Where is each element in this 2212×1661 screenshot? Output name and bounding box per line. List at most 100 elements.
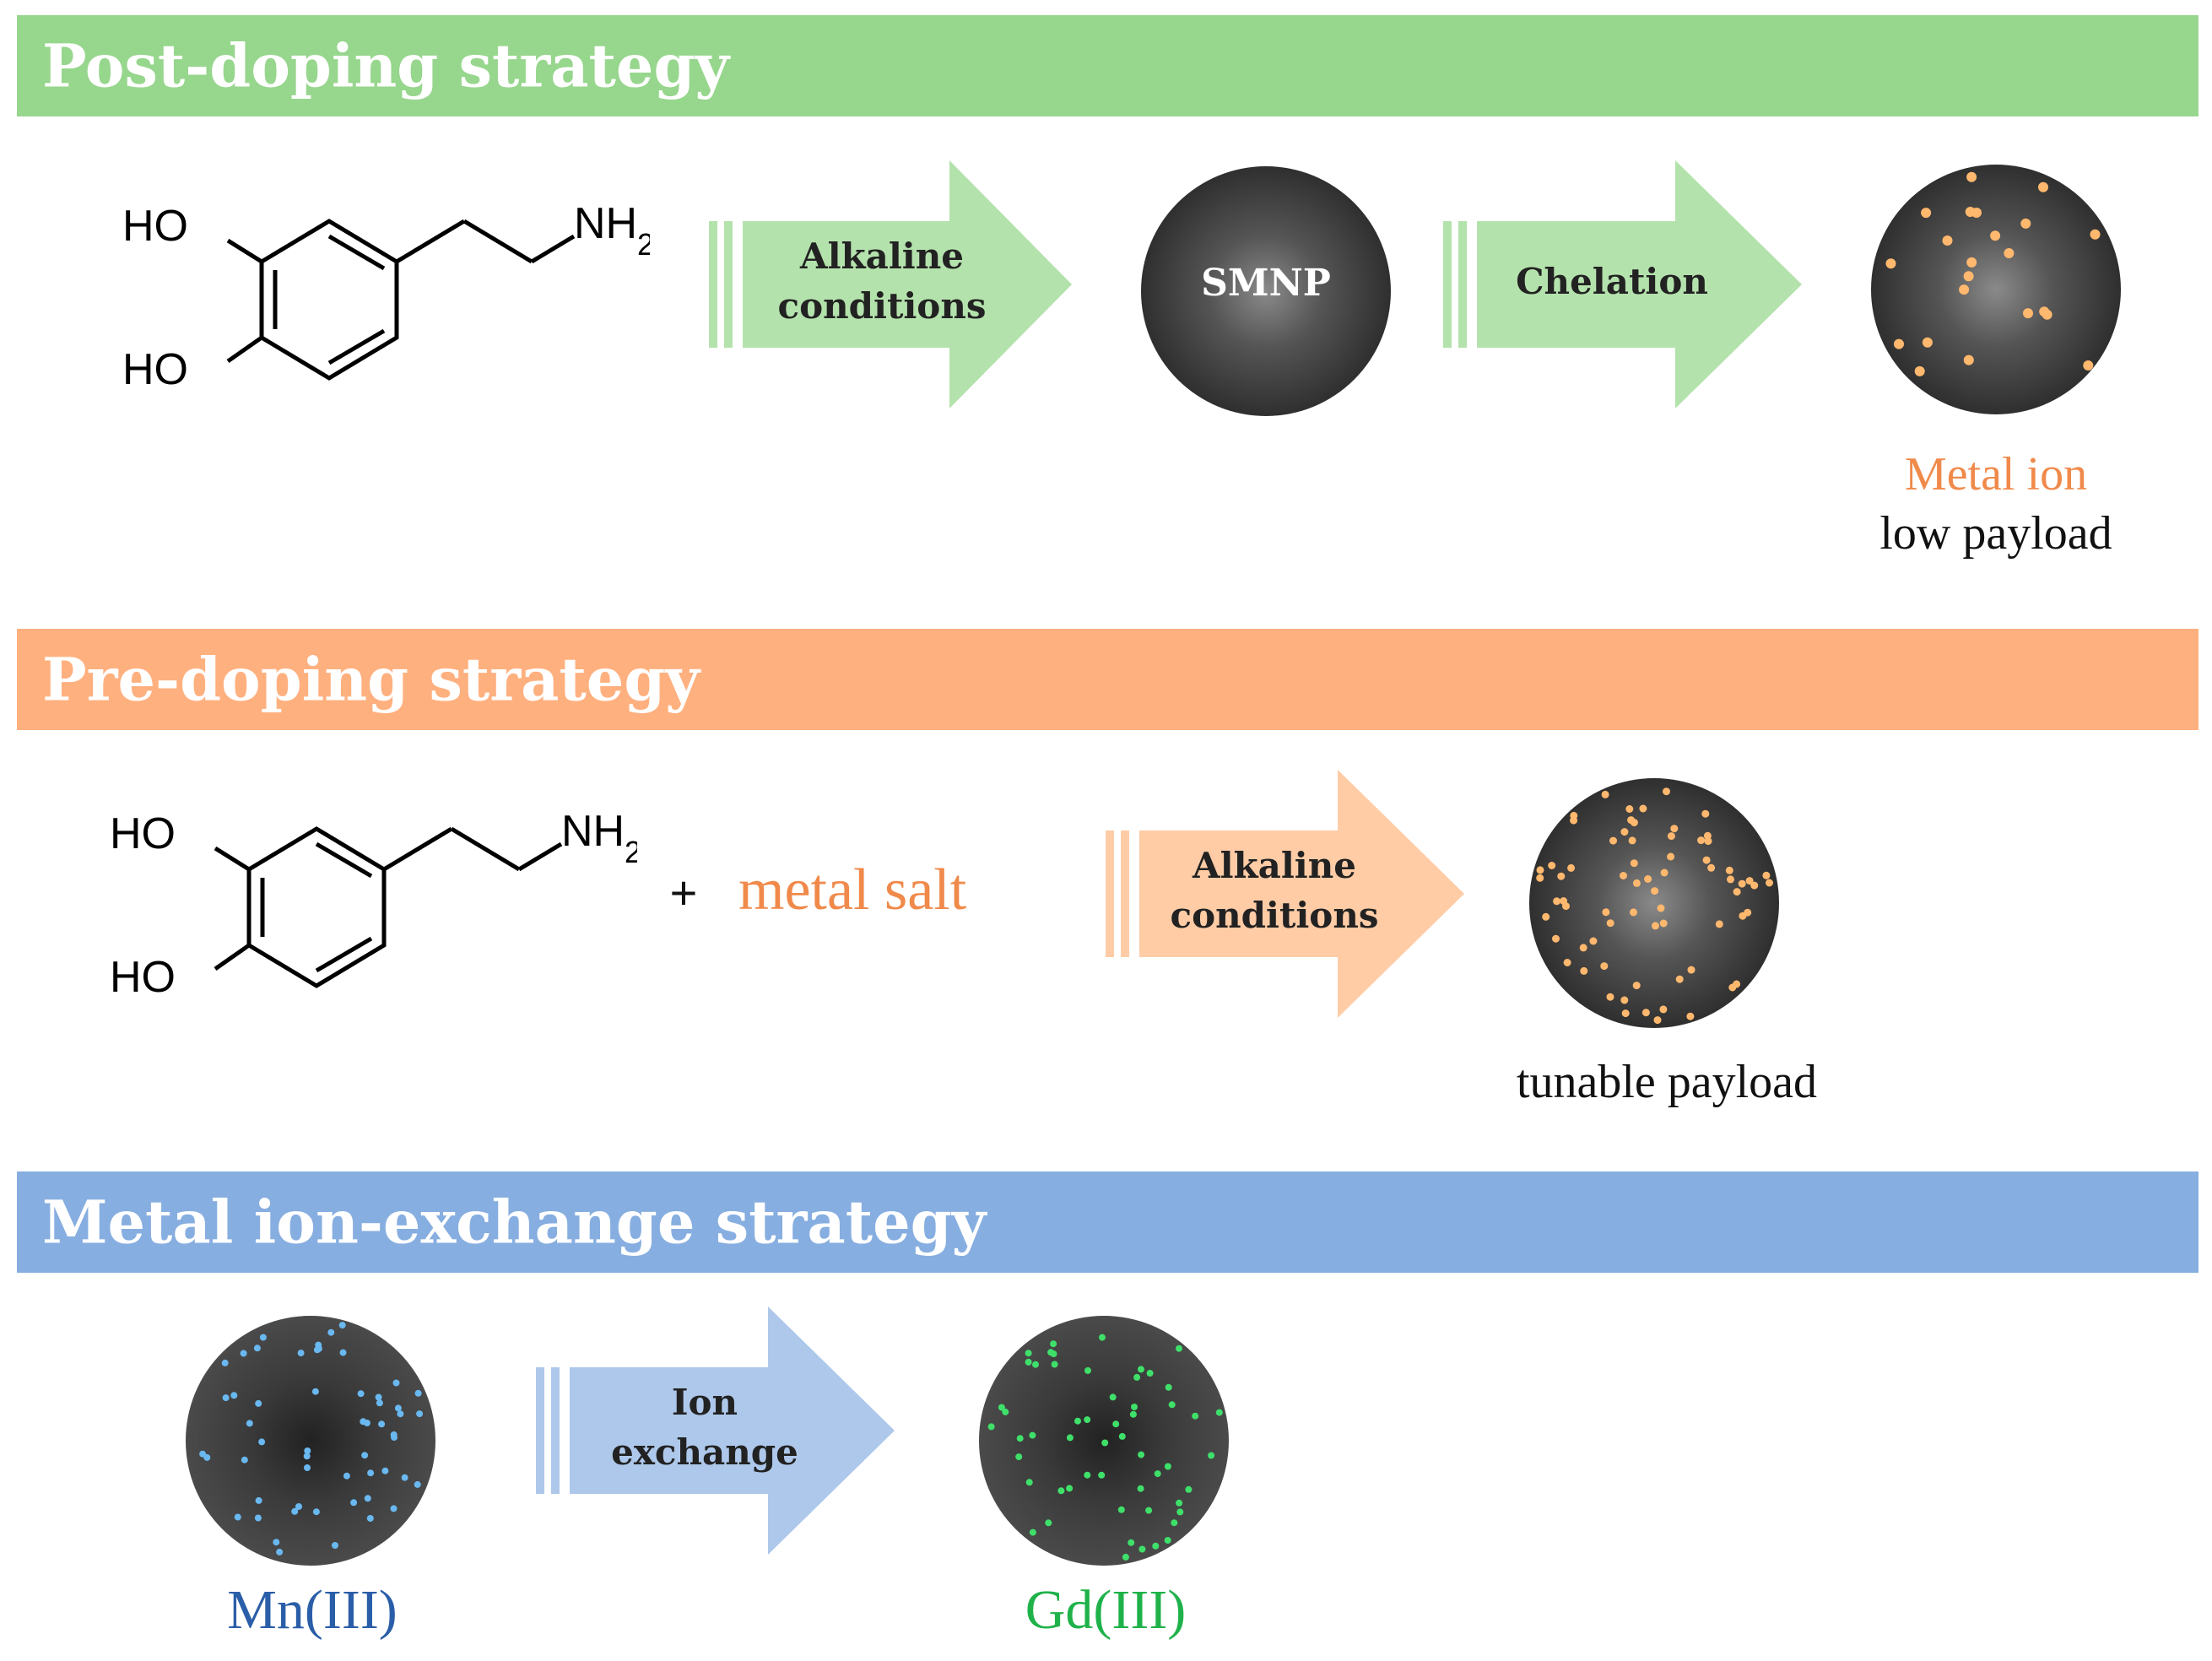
tunable-payload-label: tunable payload xyxy=(1516,1056,1818,1108)
metal-ion-dot xyxy=(1762,871,1771,879)
metal-ion-dot xyxy=(1164,1537,1171,1544)
metal-ion-dot xyxy=(378,1420,386,1428)
alkaline-arrow-1-text: Alkaline conditions xyxy=(743,232,1021,332)
metal-ion-dot xyxy=(338,1322,346,1329)
metal-ion-dot xyxy=(1084,1416,1091,1424)
metal-ion-dot xyxy=(253,1344,261,1352)
metal-ion-dot xyxy=(1738,879,1746,888)
gd-particle xyxy=(979,1316,1229,1566)
metal-ion-dot xyxy=(1074,1417,1081,1425)
arrow-stripe xyxy=(724,221,733,348)
metal-ion-dot xyxy=(1630,908,1637,917)
amine-subscript: 2 xyxy=(625,835,637,869)
hydroxyl-bottom-label: HO xyxy=(110,953,176,1002)
metal-ion-dot xyxy=(1215,1409,1223,1416)
metal-ion-dot xyxy=(1025,1350,1032,1357)
metal-ion-dot xyxy=(1029,1528,1036,1536)
metal-ion-dot xyxy=(1663,787,1670,796)
metal-ion-dot xyxy=(303,1453,311,1460)
metal-ion-dot xyxy=(1657,904,1665,912)
arrow-shape xyxy=(743,160,1072,408)
metal-ion-dot xyxy=(1557,872,1566,880)
metal-ion-dot xyxy=(1165,1383,1172,1391)
metal-ion-dot xyxy=(397,1410,404,1418)
metal-ion-dot xyxy=(1651,887,1659,895)
metal-ion-dot xyxy=(1208,1452,1215,1459)
metal-ion-dot xyxy=(1733,888,1741,896)
low-payload-particle xyxy=(1871,165,2121,414)
metal-ion-dot xyxy=(2004,248,2015,258)
hydroxyl-top-label: HO xyxy=(110,809,176,858)
metal-ion-dot xyxy=(1606,919,1614,928)
metal-ion-dot xyxy=(364,1495,371,1502)
metal-ion-dot xyxy=(1971,208,1982,218)
metal-ion-dot xyxy=(1686,1012,1695,1020)
metal-ion-dot xyxy=(1644,875,1652,883)
metal-ion-dot xyxy=(1133,1373,1141,1381)
metal-ion-dot xyxy=(1101,1439,1109,1447)
metal-ion-dot xyxy=(221,1359,229,1366)
metal-ion-dot xyxy=(273,1539,280,1546)
amine-subscript: 2 xyxy=(637,227,650,262)
metal-ion-dot xyxy=(1084,1471,1091,1479)
metal-ion-dot xyxy=(1628,836,1636,845)
metal-ion-dot xyxy=(1567,863,1576,872)
metal-ion-dot xyxy=(255,1496,262,1504)
metal-ion-dot xyxy=(1154,1470,1161,1478)
metal-ion-dot xyxy=(987,1423,995,1431)
metal-ion-dot xyxy=(1025,1479,1033,1486)
metal-ion-dot xyxy=(1137,1485,1144,1492)
metal-ion-dot xyxy=(1963,271,1974,282)
metal-ion-dot xyxy=(241,1456,248,1464)
exchange-banner: Metal ion-exchange strategy xyxy=(17,1171,2198,1273)
metal-ion-dot xyxy=(1542,912,1550,921)
metal-ion-dot xyxy=(1701,809,1710,818)
mn-label: Mn(III) xyxy=(227,1579,398,1641)
metal-ion-dot xyxy=(2090,229,2101,240)
metal-ion-dot xyxy=(1536,874,1544,882)
metal-ion-dot xyxy=(1152,1542,1160,1550)
metal-ion-dot xyxy=(1050,1340,1057,1348)
arrow-line-2: conditions xyxy=(777,284,987,327)
metal-ion-dot xyxy=(1118,1432,1126,1440)
metal-ion-dot xyxy=(1601,790,1609,798)
smnp-label: SMNP xyxy=(1201,262,1331,305)
metal-ion-dot xyxy=(1609,836,1617,845)
arrow-stripe xyxy=(551,1367,560,1494)
hydroxyl-bottom-label: HO xyxy=(122,345,188,394)
arrow-line-1: Chelation xyxy=(1516,261,1708,302)
metal-ion-dot xyxy=(366,1515,374,1522)
metal-ion-dot xyxy=(1051,1361,1058,1368)
arrow-shape xyxy=(1477,160,1802,408)
arrow-line-1: Alkaline xyxy=(799,235,965,277)
metal-ion-dot xyxy=(304,1464,311,1471)
metal-ion-dot xyxy=(1966,171,1977,182)
metal-ion-dot xyxy=(222,1394,230,1402)
metal-ion-dot xyxy=(1047,1349,1055,1356)
metal-ion-dot xyxy=(240,1350,247,1357)
metal-ion-dot xyxy=(1990,230,2001,241)
metal-ion-dot xyxy=(276,1548,284,1555)
plus-sign: + xyxy=(669,866,698,919)
metal-ion-dot xyxy=(390,1505,398,1512)
metal-ion-dot xyxy=(1659,919,1668,928)
metal-ion-dot xyxy=(1959,284,1970,295)
metal-ion-dot xyxy=(1016,1435,1024,1442)
ion-exchange-arrow-text: Ion exchange xyxy=(570,1378,840,1478)
metal-ion-dot xyxy=(1579,944,1587,952)
arrow-stripe xyxy=(709,221,717,348)
metal-ion-dot xyxy=(1697,836,1706,845)
post-doping-banner: Post-doping strategy xyxy=(17,15,2198,116)
metal-ion-dot xyxy=(357,1390,365,1398)
metal-ion-dot xyxy=(1703,831,1712,840)
metal-ion-dot xyxy=(2038,181,2048,192)
chelation-arrow xyxy=(1443,160,1802,408)
metal-ion-dot xyxy=(1702,856,1711,864)
amine-label: NH xyxy=(574,199,637,248)
smnp-particle xyxy=(1141,166,1391,416)
post-doping-title: Post-doping strategy xyxy=(42,30,730,101)
amine-label: NH xyxy=(561,807,625,856)
metal-ion-dot xyxy=(1652,922,1659,930)
metal-ion-dot xyxy=(1725,866,1733,874)
arrow-stripe xyxy=(1121,830,1129,957)
